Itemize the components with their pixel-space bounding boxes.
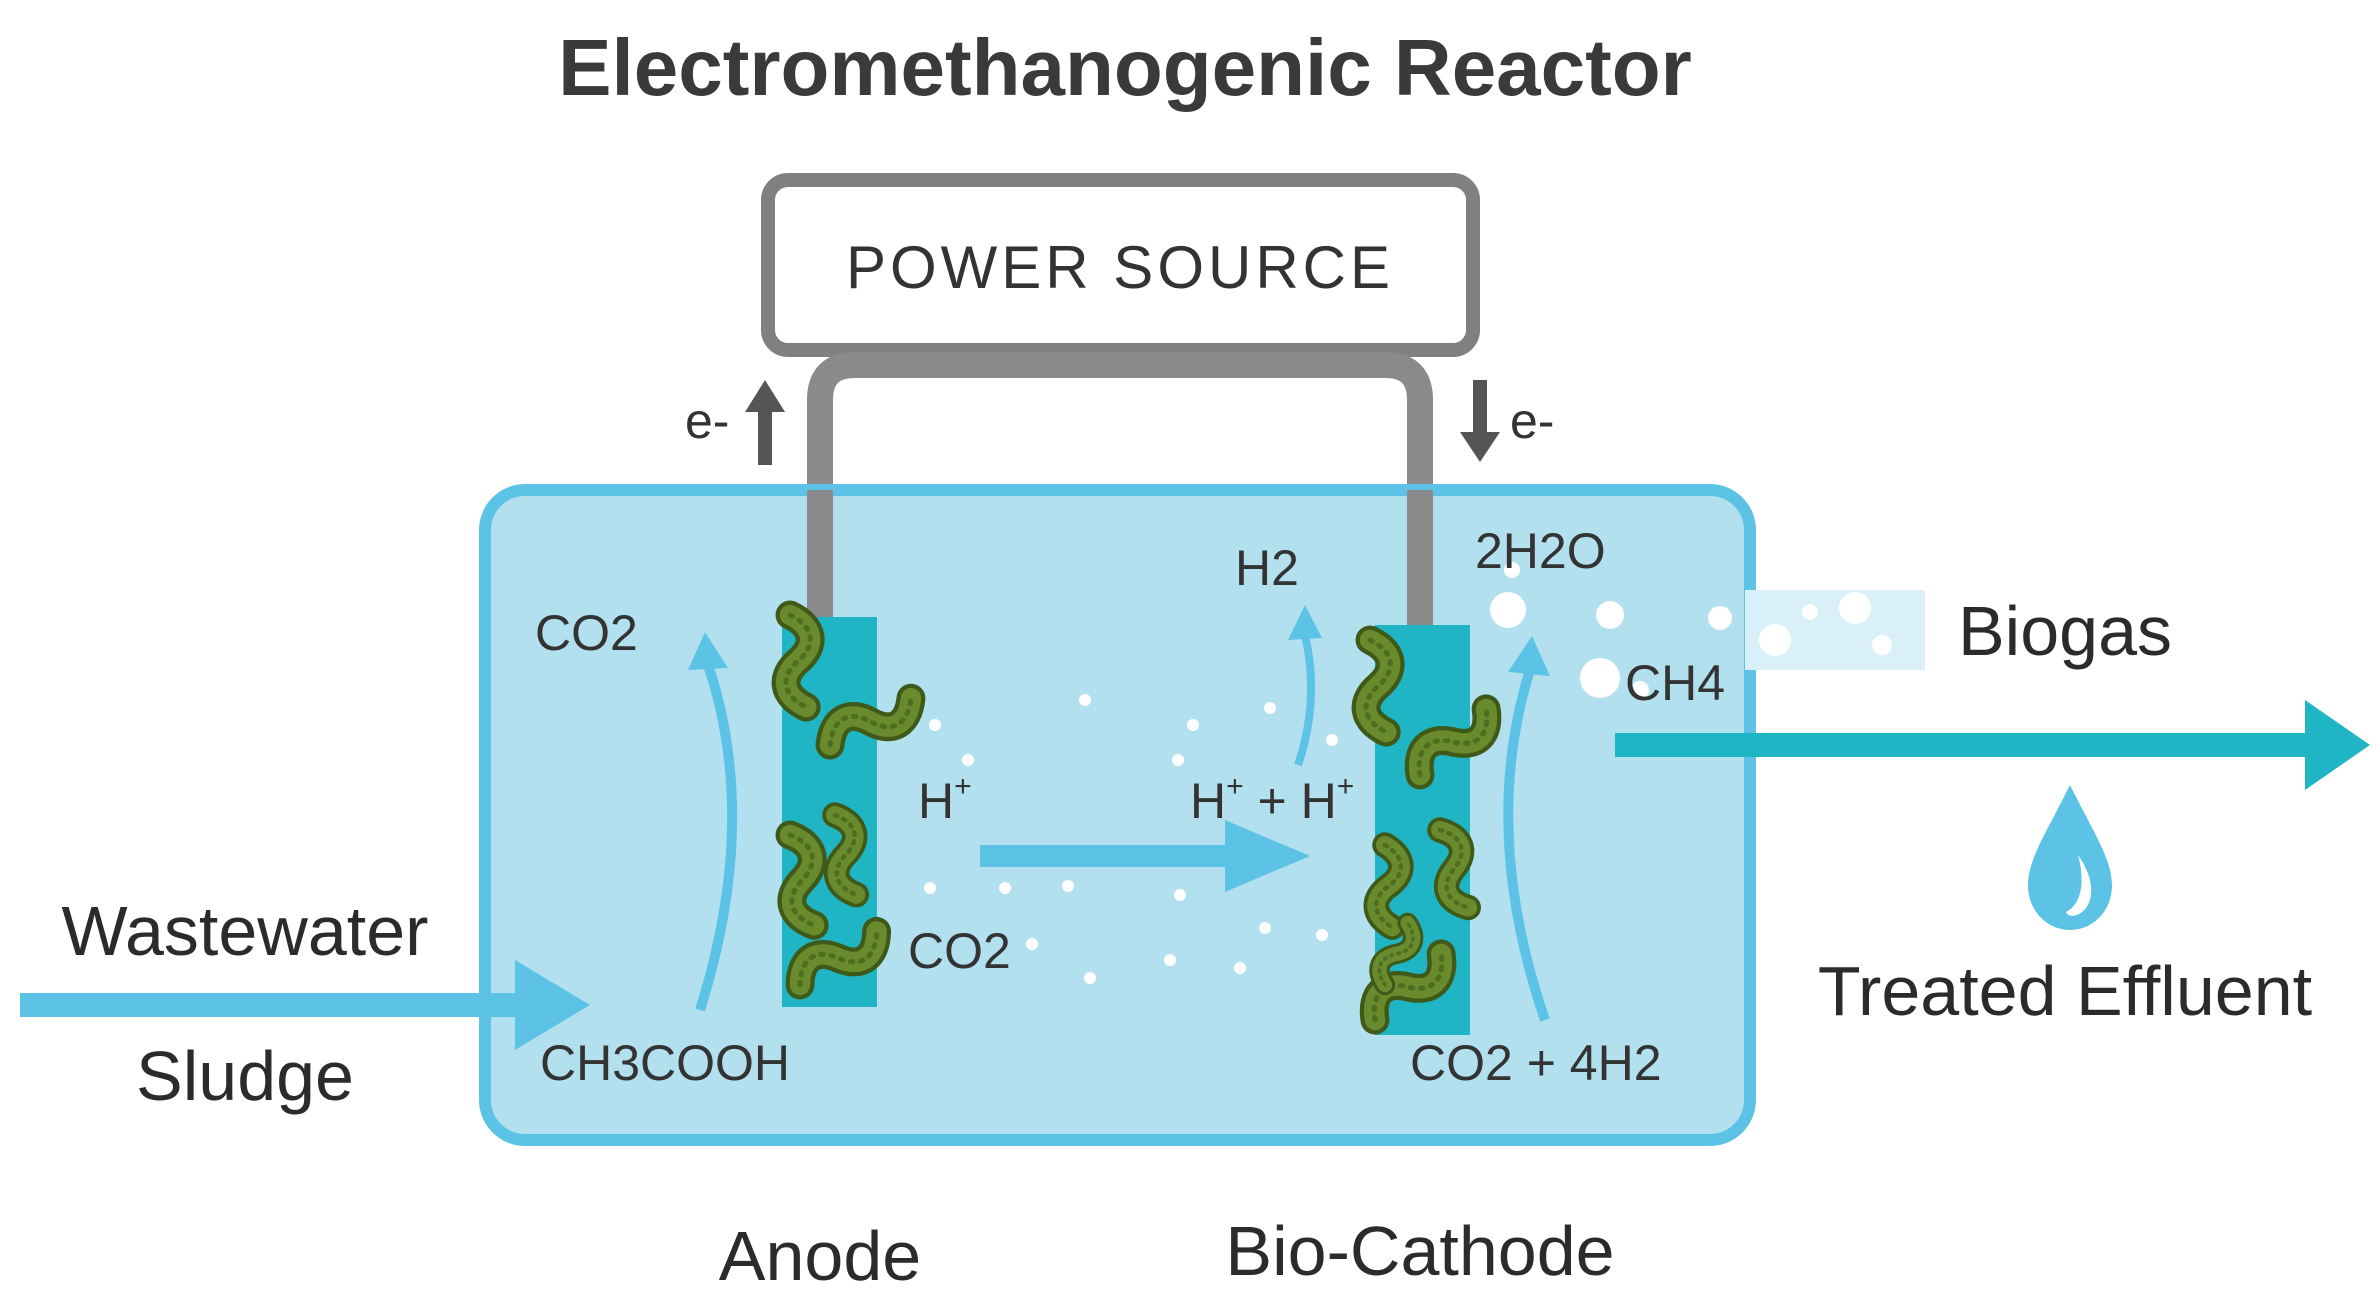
anode-wire-inner: [807, 490, 833, 618]
effluent-arrow: [1615, 700, 2370, 790]
proton-transfer-arrow: [980, 820, 1310, 892]
cathode-reactants-label: CO2 + 4H2: [1410, 1035, 1662, 1091]
power-source-label: POWER SOURCE: [846, 234, 1394, 301]
water-drop-icon: [2028, 785, 2112, 930]
cathode-protons-label: H+ + H+: [1190, 770, 1354, 829]
cathode-wire-inner: [1407, 490, 1433, 628]
electron-left-label: e-: [685, 393, 729, 449]
anode-label: Anode: [719, 1217, 921, 1295]
electron-up-arrow: [745, 380, 785, 465]
anode-proton-label: H+: [918, 770, 972, 829]
electron-down-arrow: [1460, 380, 1500, 462]
biogas-label: Biogas: [1958, 592, 2172, 670]
power-source-box: [761, 173, 1480, 357]
cathode-curved-arrow: [1503, 636, 1550, 1022]
methane-label: CH4: [1625, 655, 1725, 711]
anode-co2-top-label: CO2: [535, 605, 638, 661]
h2-label: H2: [1235, 540, 1299, 596]
acetate-label: CH3COOH: [540, 1035, 790, 1091]
anode-co2-side-label: CO2: [908, 923, 1011, 979]
water-label: 2H2O: [1475, 523, 1606, 579]
solution-particles: [924, 694, 1338, 984]
sludge-label: Sludge: [136, 1037, 354, 1115]
diagram-title: Electromethanogenic Reactor: [558, 23, 1692, 112]
h2-curved-arrow: [1288, 605, 1322, 767]
treated-effluent-label: Treated Effluent: [1818, 952, 2312, 1030]
biogas-bubbles: [1490, 562, 1892, 699]
wastewater-input-arrow: [20, 960, 590, 1050]
anode-wire: [807, 352, 1433, 625]
wastewater-label: Wastewater: [62, 892, 429, 970]
bio-cathode-label: Bio-Cathode: [1225, 1212, 1614, 1290]
anode-curved-arrow: [688, 632, 738, 1012]
electron-right-label: e-: [1510, 393, 1554, 449]
